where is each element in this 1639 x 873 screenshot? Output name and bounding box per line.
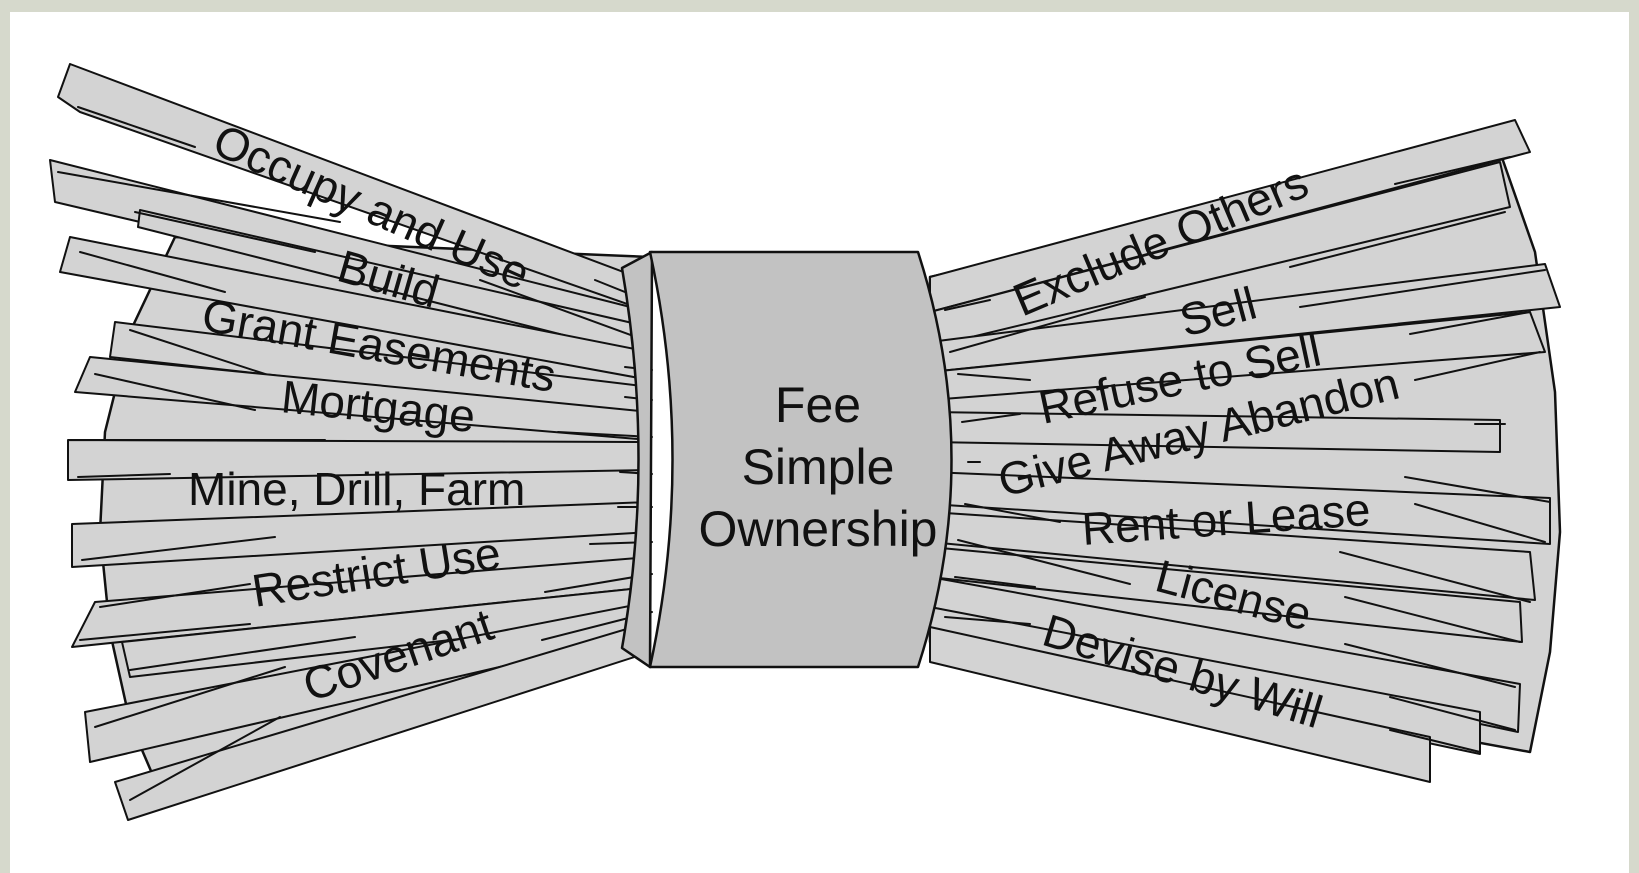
center-label-line-1: Fee — [775, 377, 861, 433]
diagram-frame: Fee Simple Ownership Occupy and Use Buil… — [10, 12, 1629, 873]
bundle-of-sticks-diagram: Fee Simple Ownership Occupy and Use Buil… — [49, 63, 1562, 821]
knot-rim — [620, 250, 654, 669]
right-mine-drill-farm: Mine, Drill, Farm — [188, 463, 525, 515]
center-label-line-2: Simple — [742, 439, 895, 495]
center-knot: Fee Simple Ownership — [620, 250, 953, 669]
left-stick-end — [57, 63, 651, 313]
right-hatch-lines — [944, 156, 1551, 753]
knot-band — [648, 250, 953, 669]
right-stick-end — [929, 626, 1431, 783]
center-label-line-3: Ownership — [699, 501, 938, 557]
right-bundle — [928, 119, 1562, 783]
